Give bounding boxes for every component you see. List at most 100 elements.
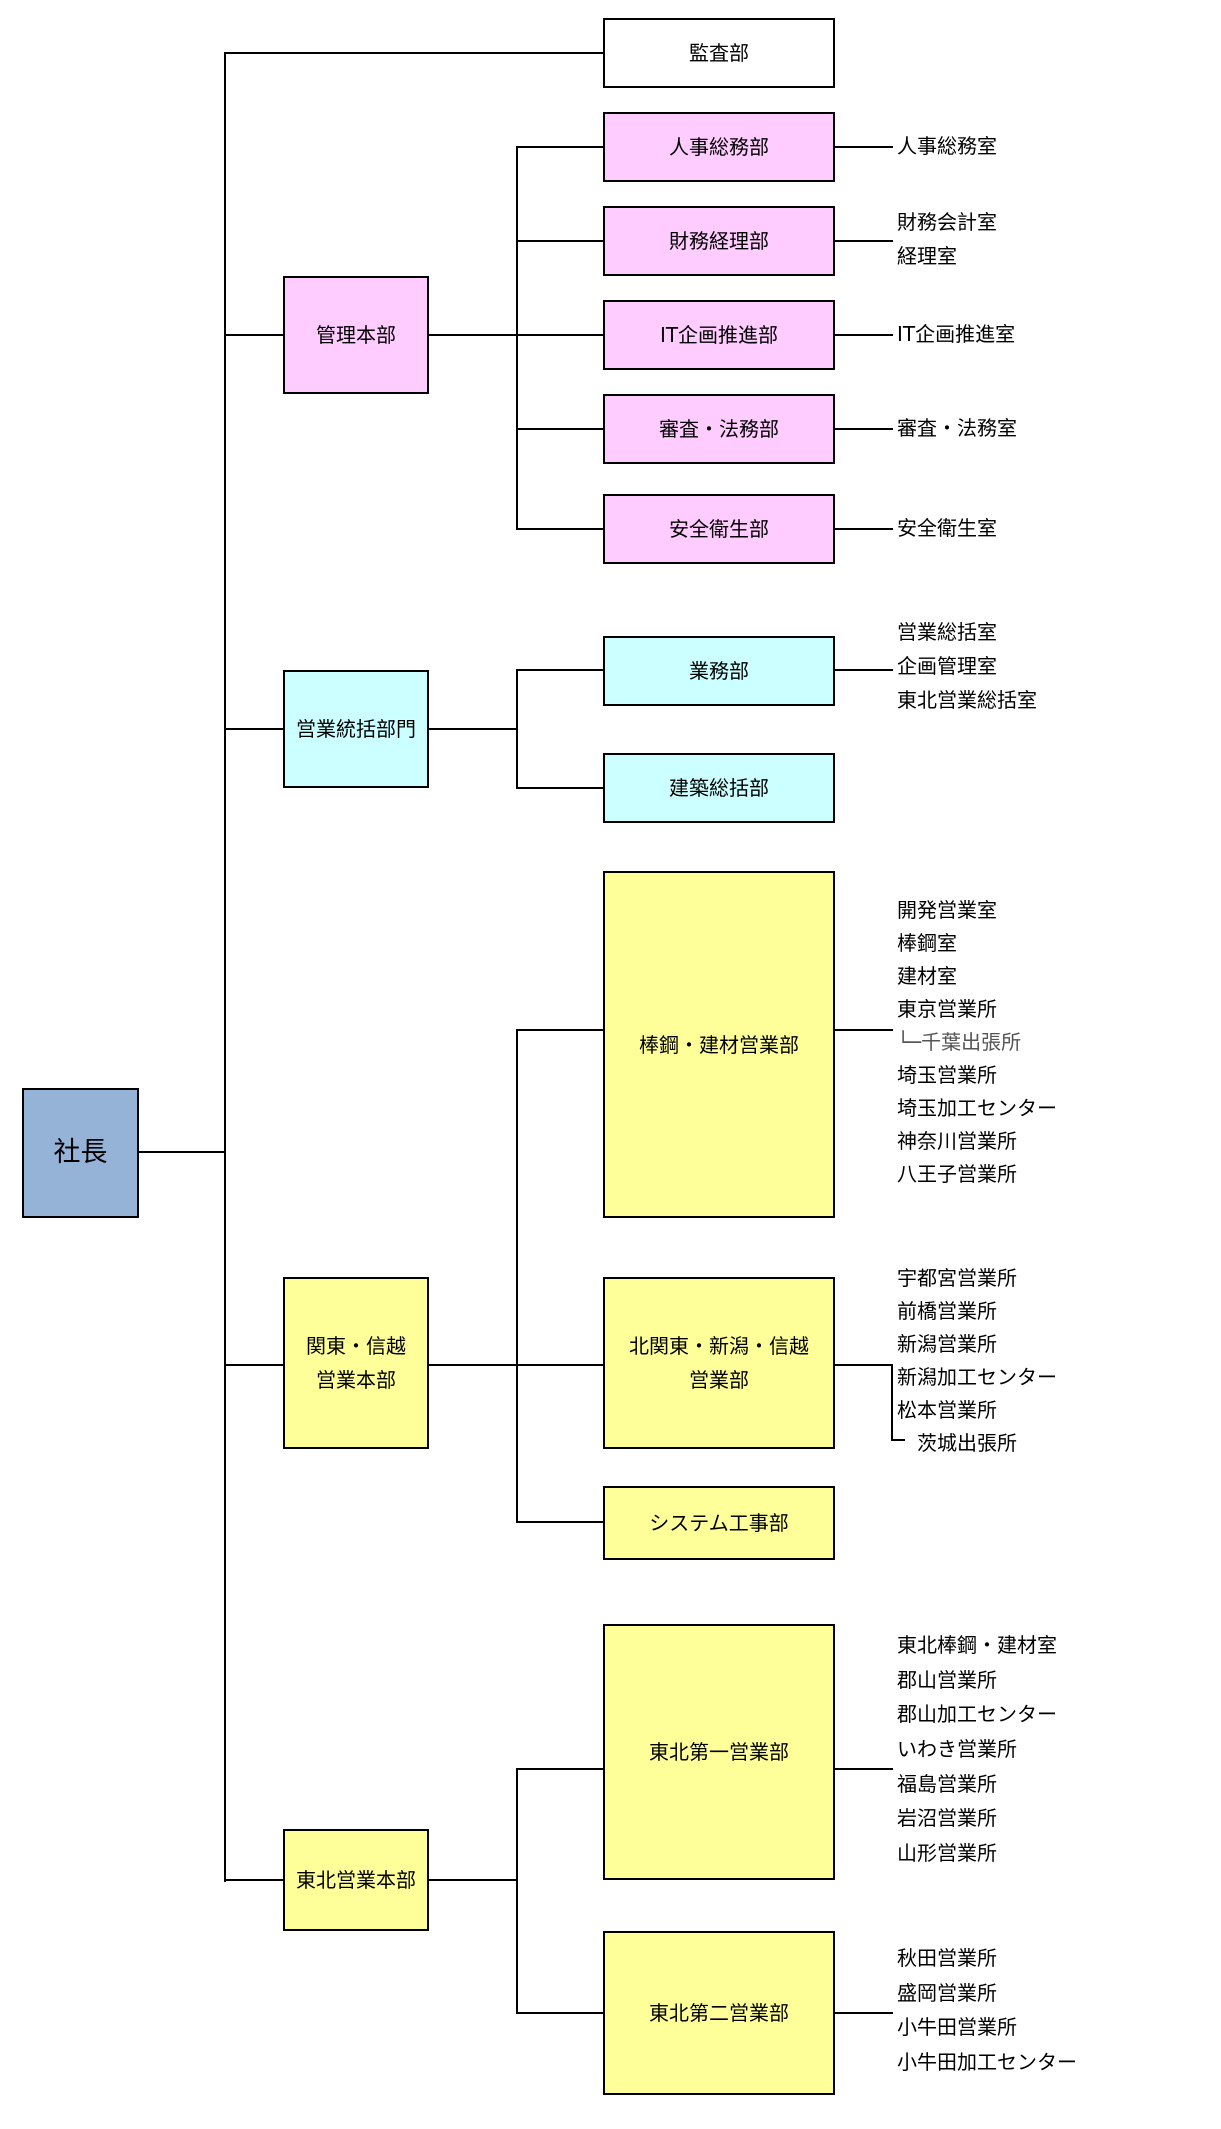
unit-label: 岩沼営業所	[897, 1806, 997, 1831]
unit-label: 郡山営業所	[897, 1667, 997, 1692]
division-label: 東北営業本部	[296, 1868, 416, 1892]
department-label: 審査・法務部	[659, 417, 779, 441]
unit-label: 審査・法務室	[897, 416, 1017, 440]
connector-units-it	[834, 334, 893, 336]
unit-label: 人事総務室	[897, 134, 997, 158]
units-it: IT企画推進室	[897, 318, 1015, 351]
unit-label: 埼玉営業所	[897, 1063, 997, 1087]
department-label: 東北第二営業部	[649, 2001, 789, 2025]
connector-kanri-out	[428, 334, 518, 336]
department-label: 東北第一営業部	[649, 1740, 789, 1764]
connector-units-anzen	[834, 528, 893, 530]
connector-kanri-branch	[516, 146, 518, 530]
division-kanri-box[interactable]: 管理本部	[283, 276, 429, 394]
connector-gyomu	[516, 669, 604, 671]
connector-tokatsu-branch	[516, 669, 518, 789]
connector-units-jinji	[834, 146, 893, 148]
unit-label: 郡山加工センター	[897, 1702, 1057, 1727]
connector-kanto-out	[428, 1364, 518, 1366]
division-label: 営業統括部門	[296, 717, 416, 741]
unit-label: 安全衛生室	[897, 516, 997, 540]
division-eigyo-tokatsu-box[interactable]: 営業統括部門	[283, 670, 429, 788]
department-gyomu-box[interactable]: 業務部	[603, 636, 835, 706]
department-kitakanto-box[interactable]: 北関東・新潟・信越 営業部	[603, 1277, 835, 1449]
division-kanto-box[interactable]: 関東・信越 営業本部	[283, 1277, 429, 1449]
connector-tohoku2	[516, 2012, 604, 2014]
department-system-box[interactable]: システム工事部	[603, 1486, 835, 1560]
department-kenchiku-box[interactable]: 建築総括部	[603, 753, 835, 823]
unit-label: 福島営業所	[897, 1771, 997, 1796]
connector-units-kitakanto-bracket	[891, 1364, 893, 1441]
department-tohoku2-box[interactable]: 東北第二営業部	[603, 1931, 835, 2095]
connector-tohoku-out	[428, 1879, 518, 1881]
division-tohoku-box[interactable]: 東北営業本部	[283, 1829, 429, 1931]
unit-label: 東北棒鋼・建材室	[897, 1633, 1057, 1657]
audit-box[interactable]: 監査部	[603, 18, 835, 88]
connector-zaimu	[516, 240, 604, 242]
units-gyomu: 営業総括室 企画管理室 東北営業総括室	[897, 615, 1037, 717]
department-it-box[interactable]: IT企画推進部	[603, 300, 835, 370]
department-tohoku1-box[interactable]: 東北第一営業部	[603, 1624, 835, 1880]
department-label: 棒鋼・建材営業部	[639, 1032, 799, 1057]
unit-label: IT企画推進室	[897, 322, 1016, 346]
connector-kanto-branch	[516, 1029, 518, 1523]
unit-label: 営業総括室	[897, 620, 997, 644]
units-tohoku2: 秋田営業所 盛岡営業所 小牛田営業所 小牛田加工センター	[897, 1941, 1077, 2080]
connector-tokatsu-out	[428, 728, 518, 730]
unit-label: 小牛田加工センター	[897, 2050, 1077, 2075]
division-label-line2: 営業本部	[316, 1368, 396, 1392]
unit-label: 山形営業所	[897, 1841, 997, 1866]
department-label-line1: 北関東・新潟・信越	[629, 1334, 809, 1358]
connector-units-shinsa	[834, 428, 893, 430]
department-bokou-box[interactable]: 棒鋼・建材営業部	[603, 871, 835, 1218]
connector-units-ibaraki	[891, 1439, 905, 1441]
connector-jinji	[516, 146, 604, 148]
units-tohoku1: 東北棒鋼・建材室 郡山営業所 郡山加工センター いわき営業所 福島営業所 岩沼営…	[897, 1628, 1057, 1871]
president-box[interactable]: 社長	[22, 1088, 139, 1218]
connector-kitakanto	[516, 1364, 604, 1366]
connector-it	[516, 334, 604, 336]
connector-kanri	[224, 334, 284, 336]
department-shinsa-box[interactable]: 審査・法務部	[603, 394, 835, 464]
unit-label: いわき営業所	[897, 1737, 1017, 1762]
connector-units-gyomu	[834, 669, 893, 671]
connector-units-kitakanto	[834, 1364, 893, 1366]
connector-tohoku1	[516, 1768, 604, 1770]
units-bokou: 開発営業室 棒鋼室 建材室 東京営業所 └─千葉出張所 埼玉営業所 埼玉加工セン…	[897, 894, 1057, 1191]
connector-shinsa	[516, 428, 604, 430]
unit-label: 財務会計室	[897, 210, 997, 234]
connector-president	[138, 1151, 226, 1153]
unit-label: 棒鋼室	[897, 931, 957, 955]
unit-label-branch: └─千葉出張所	[897, 1030, 1022, 1054]
connector-kanto	[224, 1364, 284, 1366]
units-jinji: 人事総務室	[897, 130, 997, 163]
department-label: 業務部	[689, 659, 749, 683]
units-shinsa: 審査・法務室	[897, 412, 1017, 445]
connector-system	[516, 1521, 604, 1523]
department-anzen-box[interactable]: 安全衛生部	[603, 494, 835, 564]
department-zaimu-box[interactable]: 財務経理部	[603, 206, 835, 276]
department-label: 建築総括部	[669, 776, 769, 800]
connector-units-tohoku1	[834, 1768, 893, 1770]
division-label: 管理本部	[316, 323, 396, 347]
unit-label: 経理室	[897, 244, 957, 268]
connector-anzen	[516, 528, 604, 530]
department-label: システム工事部	[649, 1511, 789, 1535]
unit-label: 建材室	[897, 964, 957, 988]
unit-label: 東京営業所	[897, 997, 997, 1021]
department-jinji-box[interactable]: 人事総務部	[603, 112, 835, 182]
unit-label: 松本営業所	[897, 1398, 997, 1422]
unit-label: 秋田営業所	[897, 1946, 997, 1970]
connector-kenchiku	[516, 787, 604, 789]
units-kitakanto: 宇都宮営業所 前橋営業所 新潟営業所 新潟加工センター 松本営業所 茨城出張所	[897, 1262, 1057, 1460]
unit-label: 開発営業室	[897, 898, 997, 922]
connector-units-bokou	[834, 1029, 893, 1031]
unit-label: 東北営業総括室	[897, 688, 1037, 712]
units-anzen: 安全衛生室	[897, 512, 997, 545]
department-label: IT企画推進部	[659, 323, 779, 347]
department-label: 財務経理部	[669, 229, 769, 253]
connector-tohoku-branch	[516, 1768, 518, 2014]
unit-label: 新潟加工センター	[897, 1365, 1057, 1389]
division-label-line1: 関東・信越	[306, 1334, 406, 1358]
connector-units-tohoku2	[834, 2012, 893, 2014]
